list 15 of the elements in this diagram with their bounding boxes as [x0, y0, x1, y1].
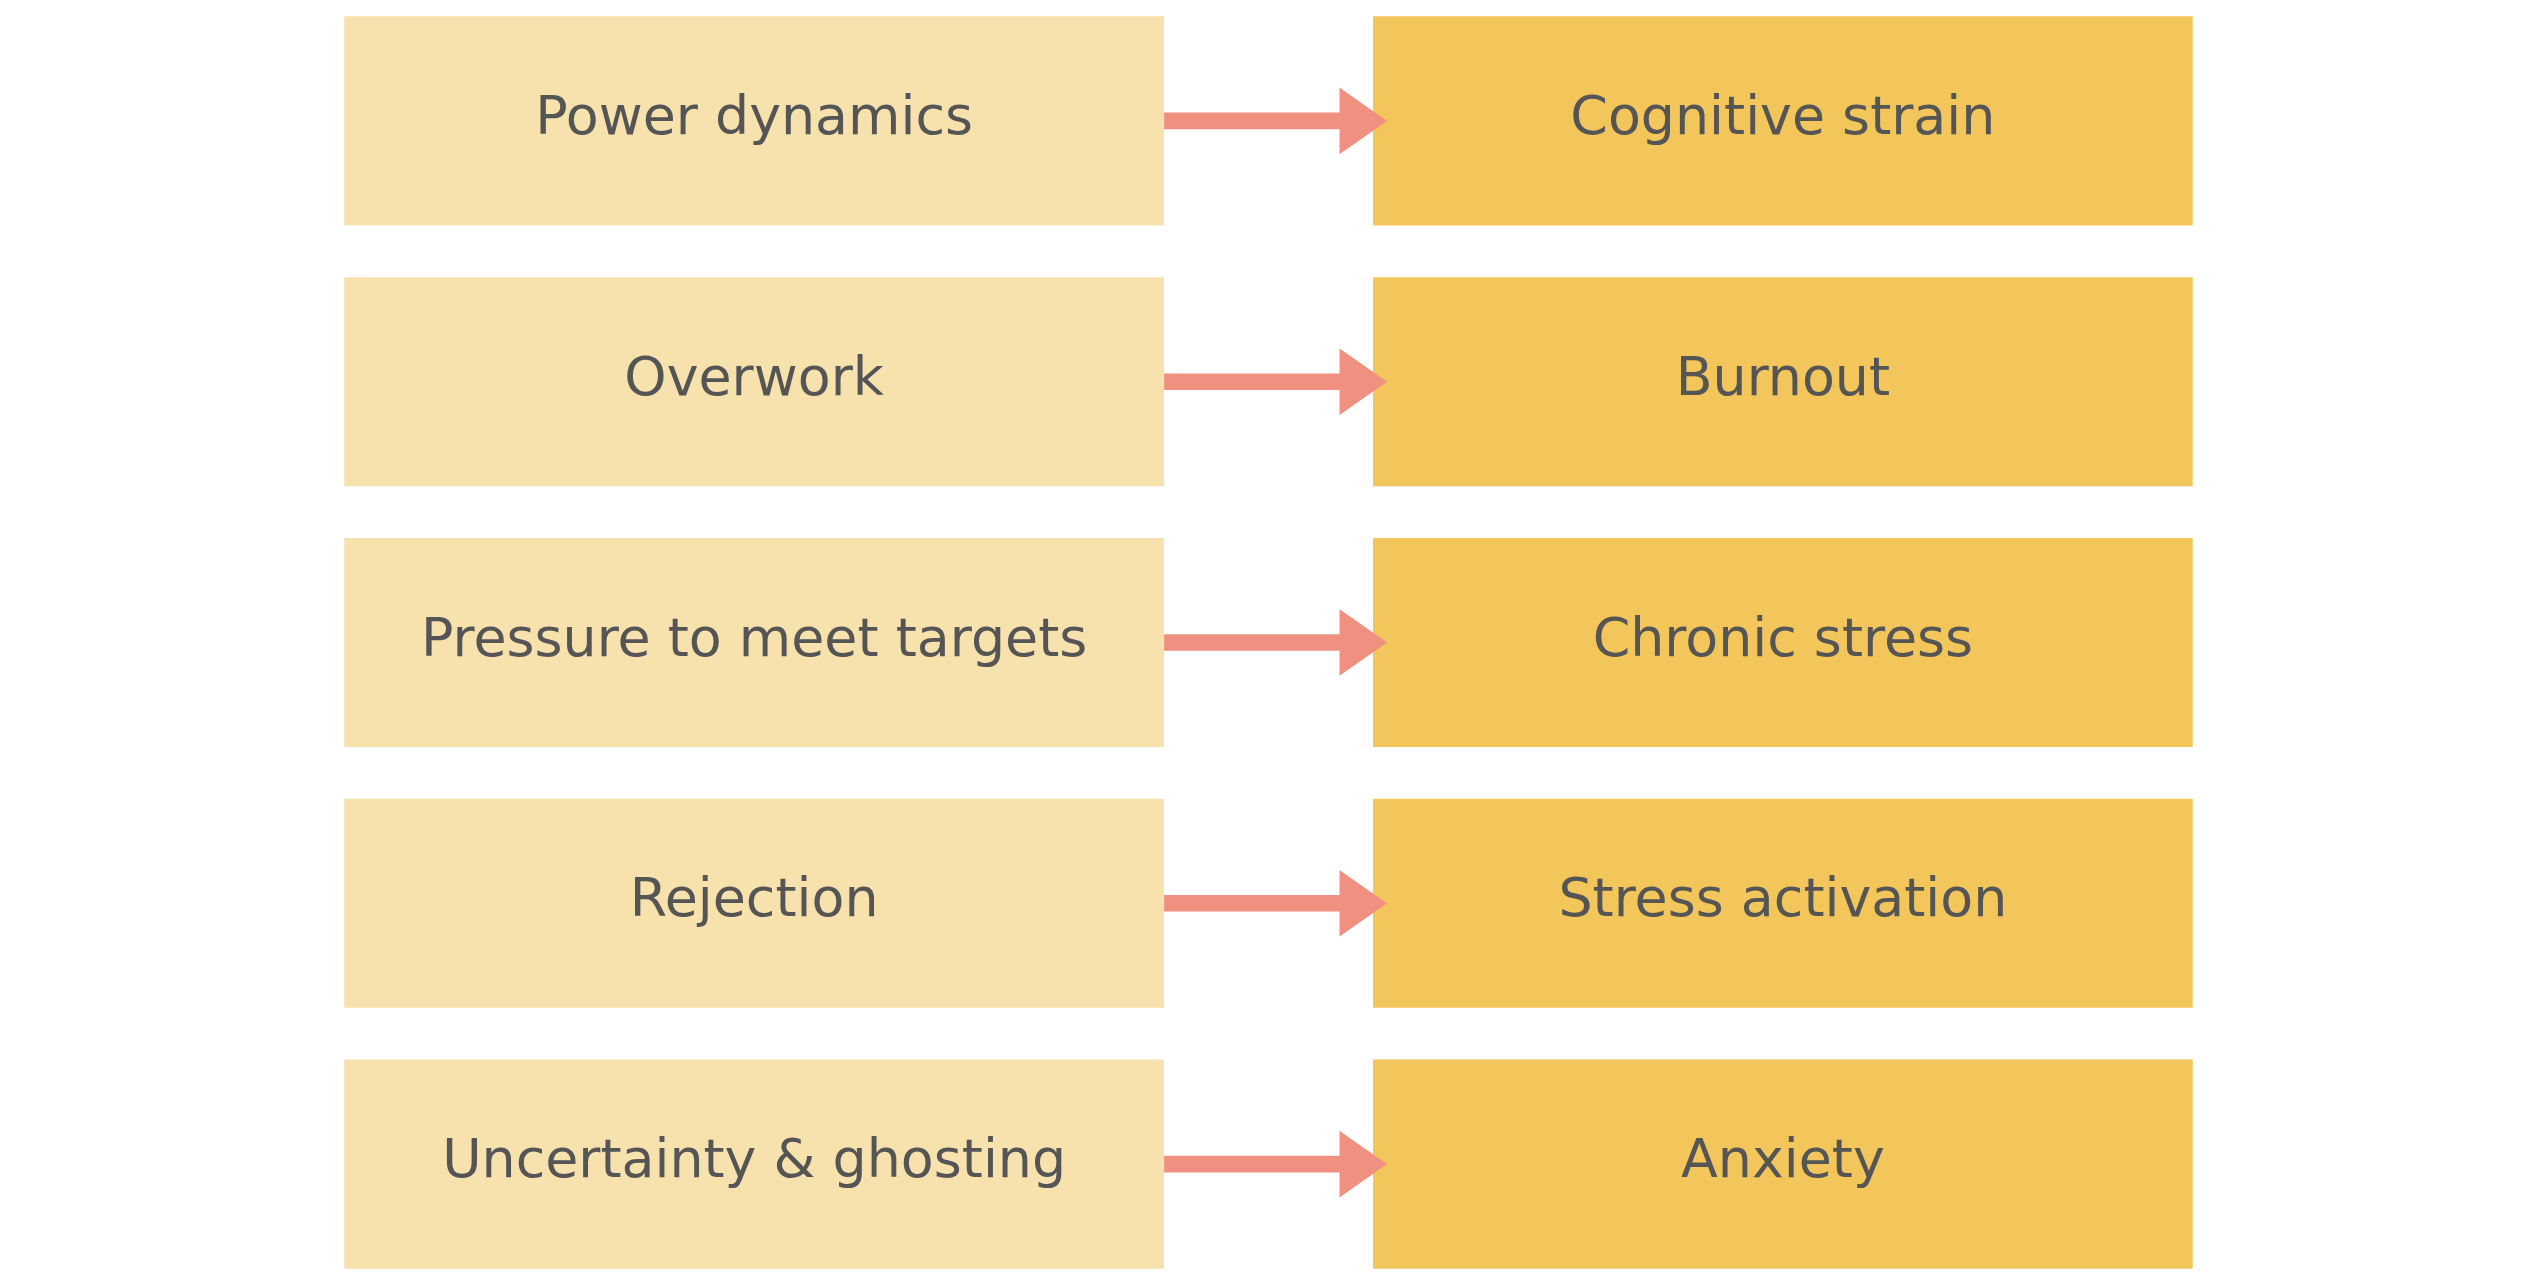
arrow: [1164, 348, 1388, 415]
arrow: [1164, 609, 1388, 676]
node-box: Pressure to meet targets: [344, 537, 1164, 748]
node-box: Chronic stress: [1373, 537, 2193, 748]
node-box: Overwork: [344, 277, 1164, 487]
node-box: Anxiety: [1373, 1059, 2193, 1269]
node-box: Stress activation: [1373, 798, 2193, 1008]
node-box: Rejection: [344, 798, 1164, 1008]
arrow: [1164, 1130, 1388, 1198]
node-box: Uncertainty & ghosting: [344, 1059, 1164, 1269]
arrow: [1164, 87, 1388, 155]
node-box: Power dynamics: [344, 16, 1164, 226]
arrow: [1164, 870, 1388, 937]
node-box: Burnout: [1373, 277, 2193, 487]
node-box: Cognitive strain: [1373, 16, 2193, 226]
